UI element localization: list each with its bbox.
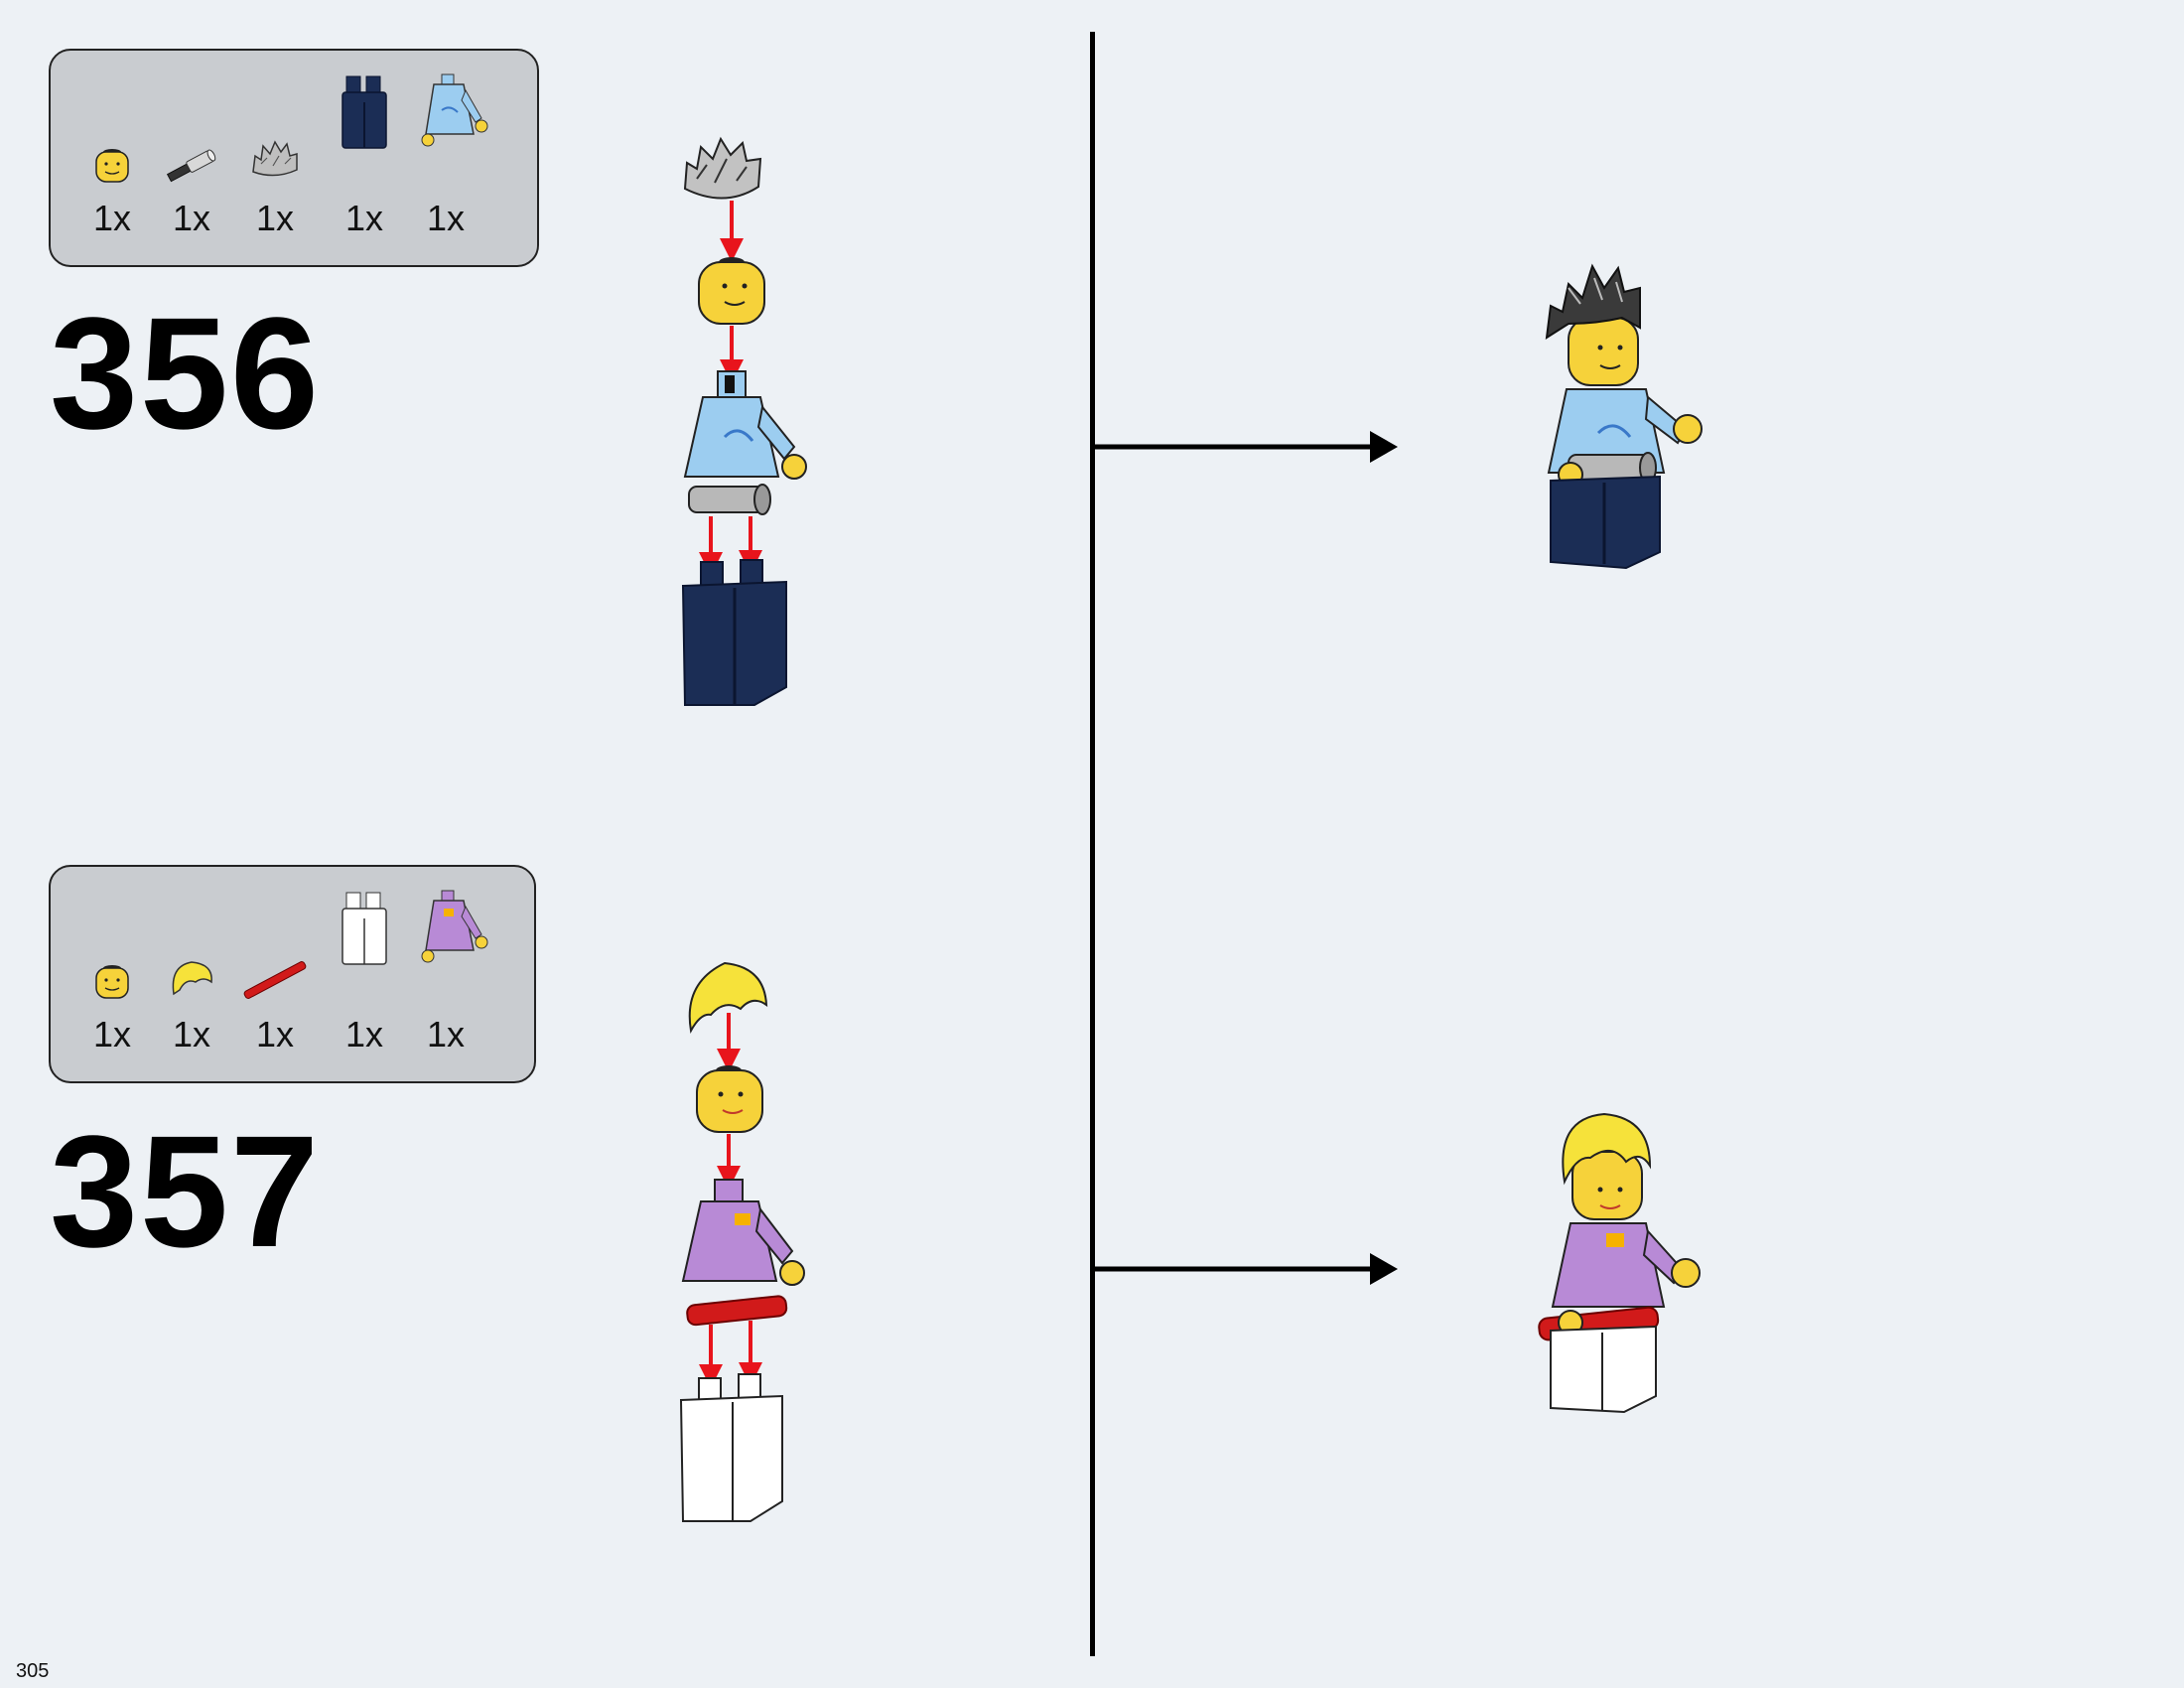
part-slot: 1x: [152, 936, 231, 1065]
part-slot: 1x: [72, 120, 152, 249]
part-quantity: 1x: [426, 1014, 466, 1055]
part-slot: 1x: [325, 75, 404, 238]
parts-callout-357: 1x 1x 1x 1x 1x: [49, 865, 536, 1083]
red-bar-icon: [243, 961, 307, 999]
completed-minifig-356: [1545, 263, 1703, 570]
part-slot: 1x: [235, 936, 315, 1065]
part-quantity: 1x: [172, 198, 211, 238]
hair-yellow-icon: [172, 961, 212, 996]
part-slot: 1x: [325, 892, 404, 1055]
part-slot: 1x: [406, 890, 488, 1055]
torso-piece: [681, 1200, 778, 1282]
completed-minifig-357: [1538, 1112, 1701, 1414]
telescope-icon: [166, 149, 216, 183]
torso-piece: [683, 396, 780, 478]
parts-callout-356: 1x 1x 1x 1x: [49, 49, 539, 267]
part-quantity: 1x: [92, 198, 132, 238]
part-quantity: 1x: [344, 1014, 384, 1055]
step-number: 357: [50, 1102, 321, 1280]
legs-white-icon: [341, 892, 387, 965]
part-quantity: 1x: [344, 198, 384, 238]
part-slot: 1x: [152, 120, 231, 249]
part-quantity: 1x: [92, 1014, 132, 1055]
torso-light-blue-icon: [421, 73, 488, 147]
legs-dark-blue-icon: [341, 75, 387, 149]
exploded-assembly-356: [681, 136, 807, 706]
part-quantity: 1x: [255, 1014, 295, 1055]
column-divider: [1090, 32, 1095, 1656]
head-piece: [698, 261, 765, 325]
result-arrow-356: [1094, 431, 1398, 463]
exploded-assembly-357: [679, 961, 805, 1522]
part-slot: 1x: [72, 936, 152, 1065]
hair-piece: [688, 961, 768, 1034]
minifig-head-icon: [95, 965, 129, 999]
torso-lavender-icon: [421, 890, 488, 963]
part-quantity: 1x: [426, 198, 466, 238]
hair-spiky-gray-icon: [252, 140, 298, 177]
step-number: 356: [50, 284, 321, 462]
head-piece: [696, 1069, 763, 1133]
part-slot: 1x: [235, 120, 315, 249]
minifig-head-icon: [95, 149, 129, 183]
result-arrow-357: [1094, 1253, 1398, 1285]
page-number: 305: [16, 1660, 50, 1682]
part-quantity: 1x: [172, 1014, 211, 1055]
part-slot: 1x: [406, 73, 488, 238]
part-quantity: 1x: [255, 198, 295, 238]
